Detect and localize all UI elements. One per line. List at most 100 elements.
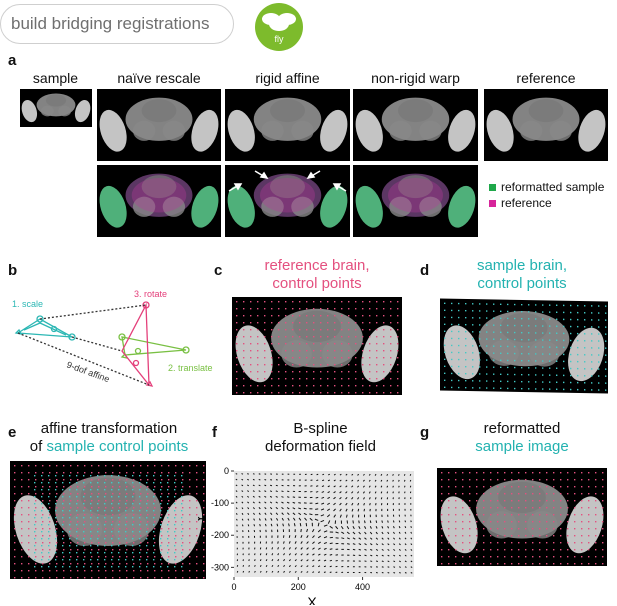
panel-d-line2: control points <box>477 275 567 292</box>
brain-shape <box>235 308 399 383</box>
control-point <box>546 549 548 551</box>
y-tick-label: -200 <box>211 530 229 540</box>
control-point <box>84 577 86 579</box>
field-vector <box>292 507 296 510</box>
control-point <box>98 500 100 502</box>
control-point <box>250 322 252 324</box>
field-vector <box>306 565 309 568</box>
control-point <box>500 380 502 383</box>
field-vector <box>327 491 331 494</box>
control-point <box>570 388 572 391</box>
control-point <box>390 322 392 324</box>
control-point <box>48 496 50 498</box>
control-point <box>271 392 273 394</box>
control-point <box>528 388 530 390</box>
control-point <box>250 357 252 359</box>
control-point <box>598 340 600 342</box>
control-point <box>588 556 590 558</box>
control-point <box>560 556 562 558</box>
control-point <box>126 549 128 551</box>
control-point <box>236 357 238 359</box>
control-point <box>348 329 350 331</box>
panel-f-title: B-spline deformation field <box>228 420 413 456</box>
control-point <box>98 535 100 537</box>
control-point <box>507 366 509 369</box>
control-point <box>521 303 523 306</box>
control-point <box>334 308 336 310</box>
control-point <box>546 479 548 481</box>
panel-g-line2: sample image <box>475 438 569 455</box>
control-point <box>465 316 467 319</box>
control-point <box>182 507 184 509</box>
control-point <box>119 528 121 530</box>
control-point <box>451 302 453 305</box>
control-point <box>299 343 301 345</box>
control-point <box>63 521 65 523</box>
control-point <box>546 542 548 544</box>
field-vector <box>335 531 339 534</box>
control-point <box>98 521 100 523</box>
field-vector <box>381 548 384 551</box>
control-point <box>560 507 562 509</box>
control-point <box>570 325 572 328</box>
control-point <box>483 521 485 523</box>
control-point <box>21 549 23 551</box>
control-point <box>97 475 99 477</box>
control-point <box>55 559 57 561</box>
control-point <box>483 507 485 509</box>
control-point <box>84 556 86 558</box>
control-point <box>132 489 134 491</box>
control-point <box>595 556 597 558</box>
control-point <box>111 524 113 526</box>
control-point <box>41 517 43 519</box>
field-vector <box>381 537 384 540</box>
control-point <box>76 510 78 512</box>
control-point <box>49 563 51 565</box>
field-vector <box>235 513 238 515</box>
field-vector <box>241 507 244 510</box>
field-vector <box>265 564 268 567</box>
control-point <box>119 486 121 488</box>
control-point <box>168 521 170 523</box>
field-vector <box>404 560 407 563</box>
control-point <box>518 542 520 544</box>
control-point <box>598 368 600 370</box>
control-point <box>469 563 471 565</box>
control-point <box>455 514 457 516</box>
control-point <box>511 556 513 558</box>
control-point <box>334 350 336 352</box>
control-point <box>549 346 551 348</box>
control-point <box>455 500 457 502</box>
control-point <box>34 552 36 554</box>
control-point <box>556 339 558 341</box>
control-point <box>175 549 177 551</box>
control-point <box>119 521 121 523</box>
control-point <box>126 493 128 495</box>
control-point <box>243 357 245 359</box>
control-point <box>153 531 155 533</box>
control-point <box>111 566 113 568</box>
control-point <box>98 549 100 551</box>
control-point <box>334 343 336 345</box>
field-vector <box>329 542 333 545</box>
control-point <box>160 482 162 484</box>
brain-shape <box>440 479 604 554</box>
control-point <box>518 493 520 495</box>
control-point <box>41 538 43 540</box>
control-point <box>264 315 266 317</box>
control-point <box>49 472 51 474</box>
control-point <box>168 500 170 502</box>
field-vector <box>265 547 268 550</box>
label-affine: 9-dof affine <box>65 359 111 384</box>
control-point <box>236 378 238 380</box>
control-point <box>125 545 127 547</box>
control-point <box>486 359 488 361</box>
control-point <box>189 472 191 474</box>
control-point <box>146 545 148 547</box>
control-point <box>469 521 471 523</box>
field-vector <box>410 537 413 540</box>
field-vector <box>386 485 389 488</box>
control-point <box>174 489 176 491</box>
control-point <box>146 496 148 498</box>
control-point <box>528 304 530 306</box>
